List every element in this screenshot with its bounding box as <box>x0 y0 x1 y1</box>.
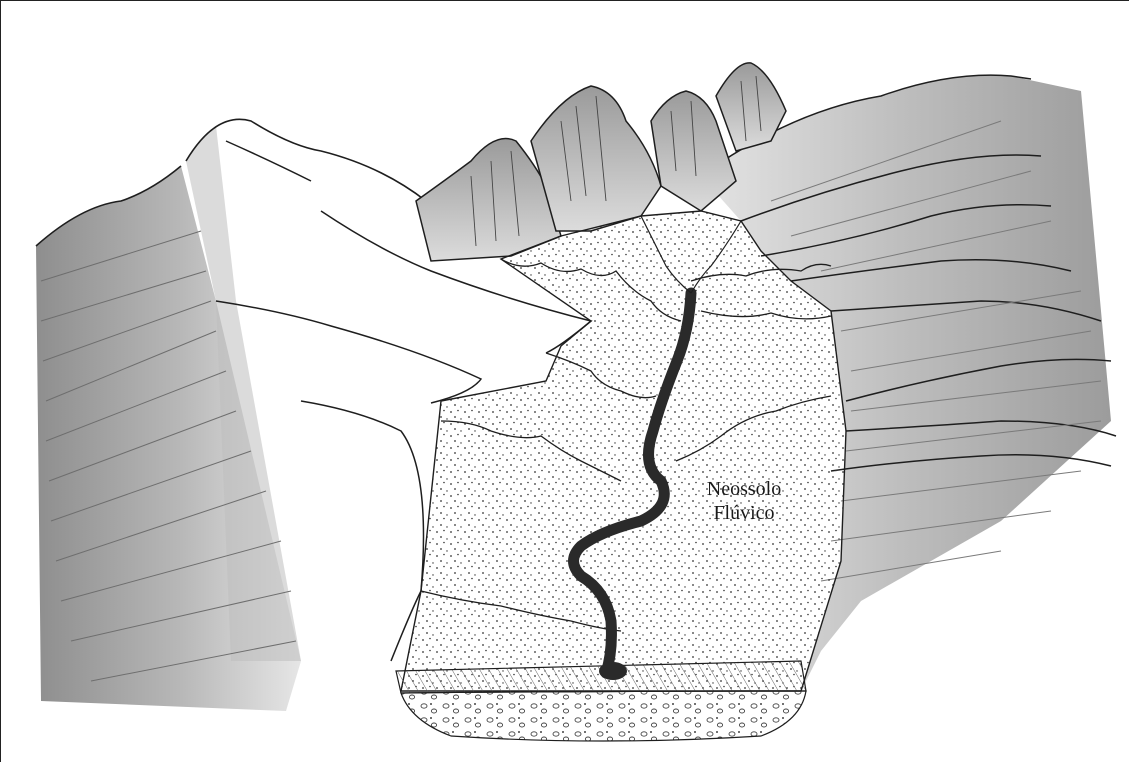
river-mouth <box>599 662 627 680</box>
floodplain <box>401 211 846 691</box>
soil-label-line1: Neossolo <box>689 477 799 501</box>
soil-label-line2: Flúvico <box>689 501 799 525</box>
